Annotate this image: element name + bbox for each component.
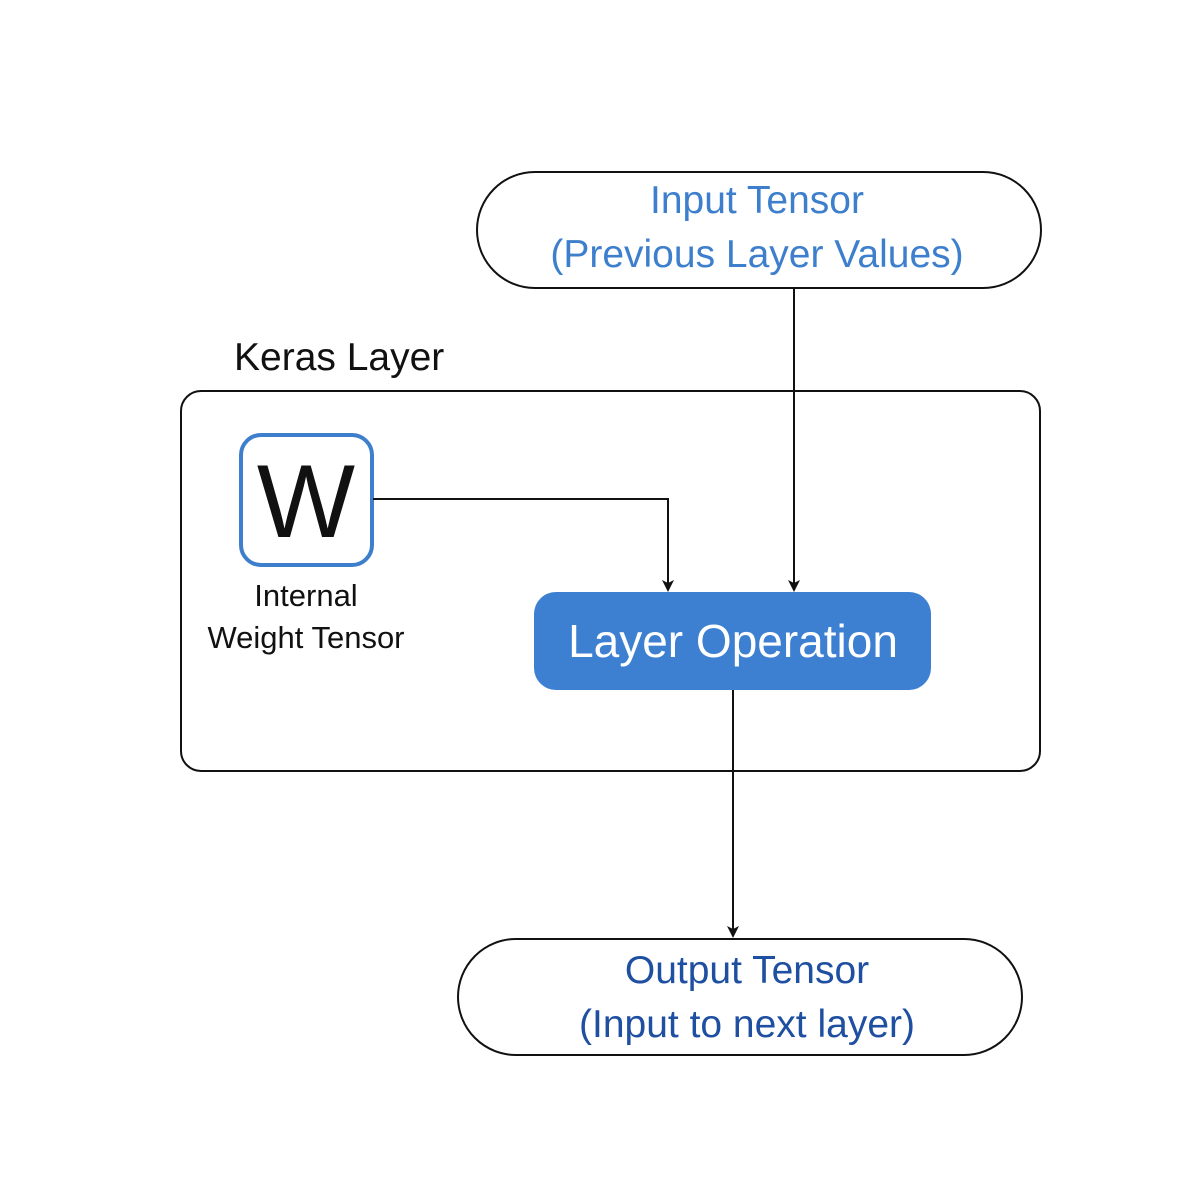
weight-tensor-caption-line1: Internal: [254, 578, 357, 613]
weight-tensor-caption-line2: Weight Tensor: [207, 620, 404, 655]
output-tensor-title: Output Tensor: [625, 949, 869, 992]
weight-tensor-node: W Internal Weight Tensor: [207, 433, 405, 655]
weight-tensor-box: [239, 433, 374, 567]
output-tensor-subtitle: (Input to next layer): [579, 1003, 915, 1046]
keras-layer-label: Keras Layer: [234, 336, 444, 379]
keras-layer-container: [180, 390, 1041, 772]
input-tensor-node: Input Tensor (Previous Layer Values): [476, 171, 1042, 289]
weight-to-operation-arrow: [373, 498, 674, 592]
input-tensor-title: Input Tensor: [650, 179, 864, 222]
input-tensor-subtitle: (Previous Layer Values): [550, 233, 963, 276]
layer-operation-node: Layer Operation: [534, 592, 931, 690]
layer-operation-label: Layer Operation: [568, 615, 898, 667]
output-tensor-node: Output Tensor (Input to next layer): [457, 938, 1023, 1056]
weight-tensor-symbol: W: [257, 444, 355, 560]
layer-operation-box: [534, 592, 931, 690]
